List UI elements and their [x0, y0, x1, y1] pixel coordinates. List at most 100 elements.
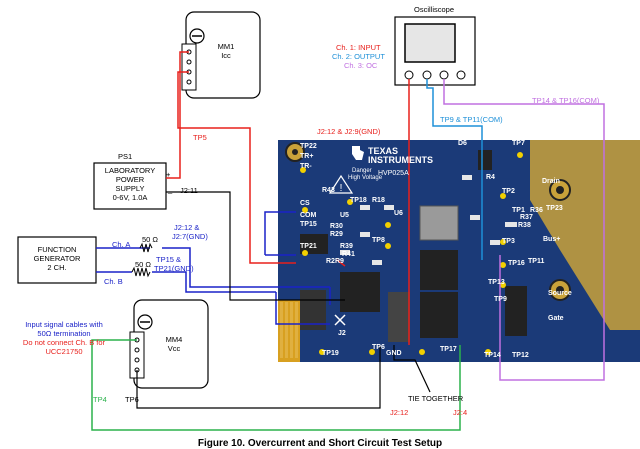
ps1-line4: 0-6V, 1.0A: [112, 193, 148, 202]
pcb-label: TP7: [512, 140, 525, 147]
label-j2-12-bottom: J2:12: [390, 408, 409, 417]
note-line4: UCC21750: [45, 347, 83, 356]
svg-text:!: !: [340, 183, 343, 194]
green-wire: [91, 339, 461, 431]
label-j2-12-9: J2:12 & J2:9(GND): [317, 127, 381, 136]
scope-ch1: Ch. 1: INPUT: [336, 43, 381, 52]
pcb-label: TR-: [300, 163, 312, 170]
ps1-line3: SUPPLY: [115, 184, 145, 193]
fgen-line2: GENERATOR: [33, 254, 81, 263]
pcb-label: CS: [300, 200, 310, 207]
label-j2-4: J2:4: [453, 408, 468, 417]
pcb-label: GND: [386, 350, 402, 357]
pcb-label: R43: [322, 187, 335, 194]
label-tp15-b: TP21(GND): [154, 264, 194, 273]
pcb-label: TP9: [494, 296, 507, 303]
pcb-label: TP23: [546, 205, 563, 212]
label-tie-together: TIE TOGETHER: [408, 394, 464, 403]
function-generator-box: [17, 236, 97, 284]
pcb-label: TP21: [300, 243, 317, 250]
resistor-b: [131, 266, 151, 278]
label-ohm-a: 50 Ω: [142, 235, 159, 244]
pcb-label: R18: [372, 197, 385, 204]
pcb-label: TP1: [512, 207, 525, 214]
pcb-label: TP12: [512, 352, 529, 359]
pcb-label: Drain: [542, 178, 560, 185]
cyan-wire: [426, 79, 483, 260]
mm1-sub: Icc: [221, 51, 231, 60]
mm1-name: MM1: [217, 42, 235, 51]
ps1-plus: +: [166, 170, 171, 179]
fgen-line3: 2 CH.: [47, 263, 67, 272]
pcb-label: TP13: [488, 279, 505, 286]
resistor-a: [139, 242, 153, 253]
pcb-brand-texas: TEXAS: [368, 146, 399, 156]
label-tp15-a: TP15 &: [156, 255, 182, 264]
pcb-label: R39: [340, 243, 353, 250]
note-line1: Input signal cables with: [25, 320, 103, 329]
pcb-label: R36: [530, 207, 543, 214]
pcb-label: R4: [486, 174, 495, 181]
pcb-label: TP18: [350, 197, 367, 204]
pcb-label: TP8: [372, 237, 385, 244]
magenta-wire: [443, 79, 605, 381]
label-tp9-tp11: TP9 & TP11(COM): [440, 115, 503, 124]
red-wires: [166, 51, 410, 345]
label-tp4: TP4: [93, 395, 107, 404]
ps1-line1: LABORATORY: [104, 166, 156, 175]
note-line3: Do not connect Ch. B for: [22, 338, 106, 347]
scope-ch3: Ch. 3: OC: [344, 61, 378, 70]
pcb-label: R37: [520, 214, 533, 221]
pcb-label: R2R9: [326, 258, 344, 265]
pcb-label: Gate: [548, 315, 564, 322]
scope-title: Oscilliscope: [414, 5, 455, 14]
pcb-label: Bus+: [543, 236, 561, 243]
ps1-tag: PS1: [118, 152, 133, 161]
pcb-label: R38: [518, 222, 531, 229]
label-ch-a: Ch. A: [112, 240, 131, 249]
multimeter-mm1: [181, 11, 261, 99]
label-tp6: TP6: [125, 395, 139, 404]
pcb-label: TP17: [440, 346, 457, 353]
pcb-label: TP19: [322, 350, 339, 357]
pcb-label: TP16: [508, 260, 525, 267]
label-j2-11: J2:11: [180, 186, 198, 195]
mm4-sub: Vcc: [167, 344, 181, 353]
pcb-label: R30: [330, 223, 343, 230]
label-ohm-b: 50 Ω: [135, 260, 152, 269]
scope-ch2: Ch. 2: OUTPUT: [332, 52, 385, 61]
oscilloscope: [394, 16, 476, 86]
power-supply-box: [93, 162, 167, 210]
pcb-label: TP14: [484, 352, 501, 359]
pcb-label: TP11: [528, 258, 545, 265]
black-wires: [136, 191, 431, 409]
ps1-line2: POWER: [115, 175, 145, 184]
label-tp14-tp16: TP14 & TP16(COM): [532, 96, 600, 105]
pcb-label: TP22: [300, 143, 317, 150]
pcb-danger: Danger: [352, 168, 372, 174]
pcb-high-voltage: High Voltage: [348, 175, 383, 181]
figure-caption: Figure 10. Overcurrent and Short Circuit…: [197, 438, 443, 449]
pcb-label: TP2: [502, 188, 515, 195]
pcb-label: TP15: [300, 221, 317, 228]
pcb-model: HVP025A: [378, 170, 409, 177]
pcb-label: Source: [548, 290, 572, 297]
label-ch-b: Ch. B: [104, 277, 123, 286]
pcb-label: D6: [458, 140, 467, 147]
pcb-label: TP3: [502, 238, 515, 245]
multimeter-mm4: [129, 299, 209, 389]
label-j2-12-7a: J2:12 &: [174, 223, 200, 232]
pcb-board: !: [278, 140, 640, 362]
pcb-label: R41: [342, 251, 355, 258]
label-j2-12-7b: J2:7(GND): [172, 232, 208, 241]
mm4-name: MM4: [165, 335, 183, 344]
pcb-label: TP6: [372, 344, 385, 351]
pcb-label: TR+: [300, 153, 314, 160]
pcb-label: U5: [340, 212, 349, 219]
pcb-label: R29: [330, 231, 343, 238]
note-line2: 50Ω termination: [37, 329, 91, 338]
pcb-brand-instruments: INSTRUMENTS: [368, 155, 433, 165]
pcb-label: U6: [394, 210, 403, 217]
